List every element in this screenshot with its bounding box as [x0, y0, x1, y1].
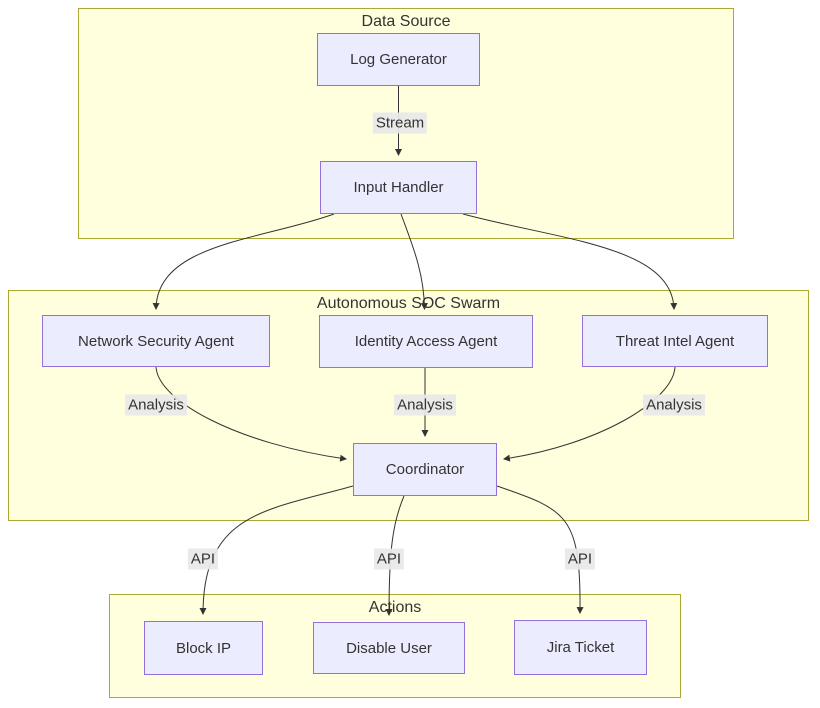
node-jira-ticket: Jira Ticket: [514, 620, 647, 675]
edge-label-api-disable-user: API: [373, 548, 405, 570]
edge-label-api-jira: API: [564, 548, 596, 570]
cluster-soc-swarm-title: Autonomous SOC Swarm: [316, 295, 501, 312]
edge-network-agent-to-coordinator: [155, 366, 348, 462]
edge-label-stream: Stream: [372, 112, 428, 134]
cluster-data-source-title: Data Source: [361, 13, 451, 30]
edge-label-api-block-ip: API: [187, 548, 219, 570]
edge-input-handler-to-network-agent: [152, 213, 335, 311]
cluster-actions-title: Actions: [368, 599, 422, 616]
edge-coordinator-to-block-ip: [199, 485, 354, 616]
edge-label-analysis-threat: Analysis: [643, 394, 705, 416]
edge-input-handler-to-identity-agent: [400, 213, 428, 311]
node-identity-access-agent: Identity Access Agent: [319, 315, 533, 368]
edge-coordinator-to-disable-user: [385, 495, 405, 617]
edge-threat-agent-to-coordinator: [502, 366, 676, 462]
node-network-security-agent: Network Security Agent: [42, 315, 270, 367]
edge-label-analysis-identity: Analysis: [394, 394, 456, 416]
node-threat-intel-agent: Threat Intel Agent: [582, 315, 768, 367]
node-log-generator: Log Generator: [317, 33, 480, 86]
node-input-handler: Input Handler: [320, 161, 477, 214]
edge-input-handler-to-threat-agent: [462, 213, 678, 311]
edge-coordinator-to-jira-ticket: [496, 485, 584, 615]
node-block-ip: Block IP: [144, 621, 263, 675]
node-coordinator: Coordinator: [353, 443, 497, 496]
edge-label-analysis-network: Analysis: [125, 394, 187, 416]
node-disable-user: Disable User: [313, 622, 465, 674]
